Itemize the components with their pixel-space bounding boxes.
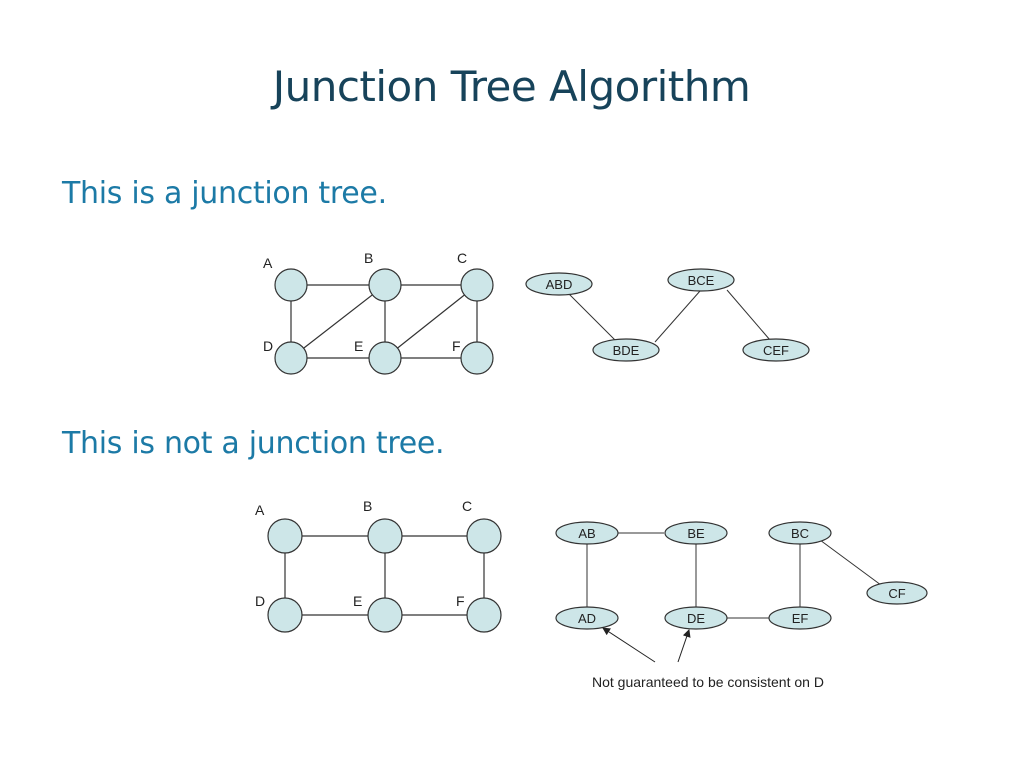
tree-label-BDE: BDE xyxy=(613,343,640,358)
invalid-tree-nodes xyxy=(555,521,928,630)
tree-label-BC: BC xyxy=(791,526,809,541)
tree-label-ABD: ABD xyxy=(546,277,573,292)
graph-label-F: F xyxy=(452,338,461,354)
graph-node-D xyxy=(274,341,308,375)
tree-node-ABD xyxy=(525,272,593,296)
valid-tree-edges xyxy=(567,289,771,343)
tree-label-BE: BE xyxy=(687,526,705,541)
tree-label-EF: EF xyxy=(792,611,809,626)
valid-tree-nodes xyxy=(525,268,810,362)
valid-tree-labels: ABD BCE BDE CEF xyxy=(546,273,789,358)
caption-valid-junction-tree: This is a junction tree. xyxy=(62,176,387,211)
graph-label-E: E xyxy=(354,338,363,354)
graph-node-F xyxy=(460,341,494,375)
tree-node-BE xyxy=(664,521,728,545)
tree-edge-BC-CF xyxy=(819,539,886,589)
tree-edge-BCE-CEF xyxy=(726,289,771,341)
invalid-graph-nodes xyxy=(267,518,502,633)
edge-C-E xyxy=(384,284,478,359)
annotation-arrows xyxy=(602,627,691,663)
tree-label-CEF: CEF xyxy=(763,343,789,358)
tree-label-BCE: BCE xyxy=(688,273,715,288)
graph-node-E xyxy=(368,341,402,375)
graph-node-A xyxy=(267,518,303,554)
slide-title: Junction Tree Algorithm xyxy=(272,62,751,111)
graph-label-C: C xyxy=(457,250,467,266)
arrow-to-AD xyxy=(602,627,656,663)
valid-graph-labels: A B C D E F xyxy=(263,250,467,354)
tree-node-BDE xyxy=(592,338,660,362)
invalid-tree-labels: AB BE BC CF AD DE EF xyxy=(578,526,906,626)
graph-label-B: B xyxy=(364,250,373,266)
graph-label-E: E xyxy=(353,593,362,609)
graph-node-C xyxy=(466,518,502,554)
graph-label-F: F xyxy=(456,593,465,609)
consistency-annotation: Not guaranteed to be consistent on D xyxy=(592,674,824,690)
invalid-tree-edges xyxy=(586,532,886,619)
caption-invalid-junction-tree: This is not a junction tree. xyxy=(62,426,445,461)
tree-node-DE xyxy=(664,606,728,630)
tree-node-CEF xyxy=(742,338,810,362)
tree-node-BC xyxy=(768,521,832,545)
tree-label-CF: CF xyxy=(888,586,905,601)
invalid-graph-labels: A B C D E F xyxy=(255,498,472,609)
tree-label-AB: AB xyxy=(578,526,595,541)
tree-node-EF xyxy=(768,606,832,630)
tree-edge-BDE-BCE xyxy=(654,290,701,343)
valid-graph-nodes xyxy=(274,268,494,375)
graph-label-C: C xyxy=(462,498,472,514)
graph-node-E xyxy=(367,597,403,633)
graph-label-D: D xyxy=(263,338,273,354)
tree-edge-ABD-BDE xyxy=(567,292,616,341)
graph-node-F xyxy=(466,597,502,633)
arrow-to-DE xyxy=(677,629,691,663)
graph-node-B xyxy=(368,268,402,302)
tree-node-AD xyxy=(555,606,619,630)
graph-label-A: A xyxy=(263,255,273,271)
graph-node-B xyxy=(367,518,403,554)
tree-label-DE: DE xyxy=(687,611,705,626)
graph-node-D xyxy=(267,597,303,633)
tree-node-CF xyxy=(866,581,928,605)
graph-label-D: D xyxy=(255,593,265,609)
tree-node-BCE xyxy=(667,268,735,292)
tree-label-AD: AD xyxy=(578,611,596,626)
tree-node-AB xyxy=(555,521,619,545)
graph-node-A xyxy=(274,268,308,302)
graph-label-A: A xyxy=(255,502,265,518)
edge-B-D xyxy=(290,284,386,359)
graph-label-B: B xyxy=(363,498,372,514)
graph-node-C xyxy=(460,268,494,302)
